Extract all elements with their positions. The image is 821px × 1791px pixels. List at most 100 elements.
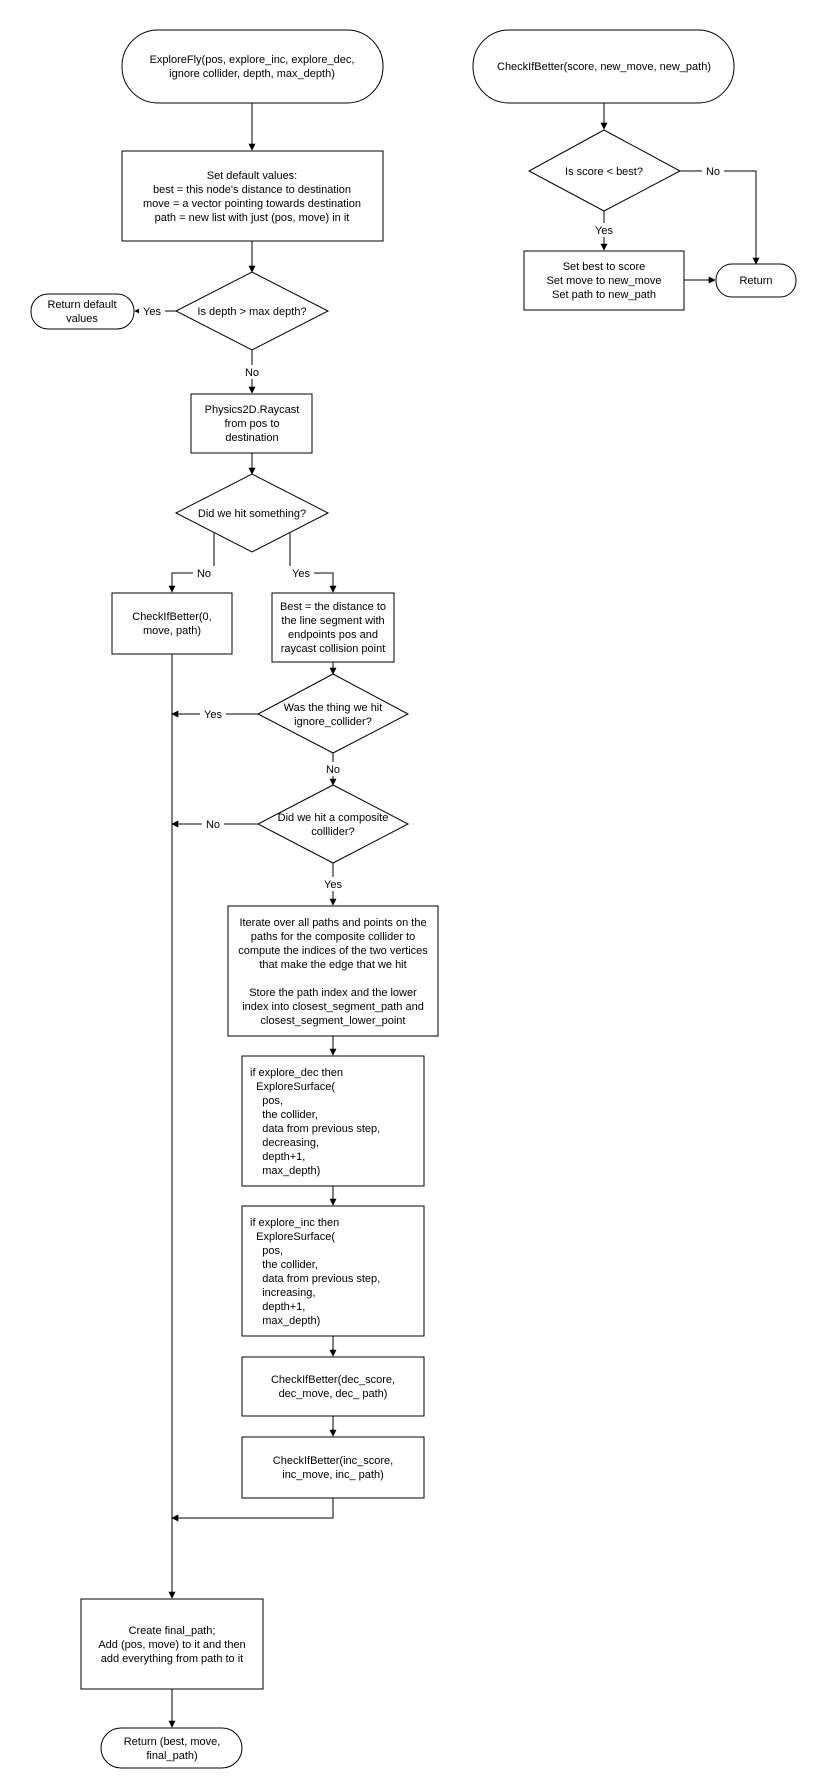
node-check-inc: CheckIfBetter(inc_score, inc_move, inc_ p… [241,1436,425,1499]
node-ignore-check-text: Was the thing we hit ignore_collider? [284,702,383,728]
node-text-line: from pos to [224,418,279,430]
node-text-line: Was the thing we hit [284,702,383,714]
node-text-line: ExploreSurface( [250,1081,335,1093]
node-text-line: if explore_dec then [250,1067,343,1079]
node-text-line: destination [225,432,278,444]
node-score-check: Is score < best? [527,129,682,212]
node-text-line: the line segment with [281,615,384,627]
edge-label-ignore-no: No [326,764,340,776]
node-text-line: pos, [250,1095,283,1107]
node-text-line: CheckIfBetter(score, new_move, new_path) [497,61,711,73]
node-text-line: decreasing, [250,1137,319,1149]
node-ignore-check: Was the thing we hit ignore_collider? [256,673,410,754]
node-text-line: the collider, [250,1259,318,1271]
node-explore-fly-text: ExploreFly(pos, explore_inc, explore_dec… [150,54,355,80]
node-set-defaults: Set default values: best = this node's di… [121,150,384,242]
node-iterate-paths-text: Iterate over all paths and points on the… [238,917,428,1027]
node-explore-dec: if explore_dec then ExploreSurface( pos,… [241,1055,425,1187]
edge-label-score-no: No [706,166,720,178]
node-iterate-paths: Iterate over all paths and points on the… [227,905,439,1037]
node-text-line: Return (best, move, [124,1736,221,1748]
node-best-distance-text: Best = the distance to the line segment w… [280,601,386,655]
node-text-line: the collider, [250,1109,318,1121]
edge-hit-no [168,533,215,593]
node-text-line: Set path to new_path [552,289,656,301]
node-depth-check: Is depth > max depth? [174,271,330,351]
node-check-dec: CheckIfBetter(dec_score, dec_move, dec_ p… [241,1356,425,1417]
node-text-line: index into closest_segment_path and [242,1001,424,1013]
node-text-line: Set default values: [207,170,298,182]
node-return-final-text: Return (best, move, final_path) [124,1736,221,1762]
node-explore-fly: ExploreFly(pos, explore_inc, explore_dec… [121,29,384,104]
node-raycast-text: Physics2D.Raycast from pos to destination [205,404,300,444]
node-check-zero: CheckIfBetter(0, move, path) [111,592,233,655]
node-text-line: Store the path index and the lower [249,987,417,999]
node-text-line: add everything from path to it [101,1653,243,1665]
node-explore-inc-text: if explore_inc then ExploreSurface( pos,… [250,1217,380,1327]
node-text-line: Did we hit something? [198,508,306,520]
node-return-right: Return [715,263,797,298]
node-hit-check: Did we hit something? [174,473,330,553]
node-composite-check: Did we hit a composite colllider? [256,784,410,864]
node-text-line: CheckIfBetter(dec_score, [271,1374,395,1386]
node-text-line: raycast collision point [281,643,386,655]
node-text-line: Is score < best? [565,166,643,178]
node-check-zero-text: CheckIfBetter(0, move, path) [132,611,211,637]
node-text-line: paths for the composite collider to [251,931,415,943]
node-text-line: Return default [47,299,116,311]
node-explore-inc: if explore_inc then ExploreSurface( pos,… [241,1205,425,1337]
node-text-line: closest_segment_lower_point [261,1015,406,1027]
node-text-line: values [66,313,98,325]
node-return-defaults-text: Return default values [47,299,116,325]
node-text-line: inc_move, inc_ path) [282,1469,384,1481]
node-text-line: colllider? [311,826,354,838]
node-text-line: Best = the distance to [280,601,386,613]
node-text-line: endpoints pos and [288,629,378,641]
node-text-line: CheckIfBetter(0, [132,611,211,623]
edge-labels: Yes No No Yes Yes No No Yes No Yes [139,164,724,891]
node-return-right-text: Return [739,275,772,287]
node-text-line: best = this node's distance to destinati… [153,184,351,196]
edge-label-hit-yes: Yes [292,568,310,580]
edge-check-inc-to-merge [171,1498,334,1522]
node-check-if-better-text: CheckIfBetter(score, new_move, new_path) [497,61,711,73]
node-text-line: data from previous step, [250,1273,380,1285]
node-text-line: Add (pos, move) to it and then [98,1639,245,1651]
node-explore-dec-text: if explore_dec then ExploreSurface( pos,… [250,1067,380,1177]
node-text-line: move = a vector pointing towards destina… [143,198,361,210]
node-text-line: dec_move, dec_ path) [279,1388,388,1400]
node-text-line: max_depth) [250,1315,320,1327]
node-text-line: max_depth) [250,1165,320,1177]
node-text-line: Set best to score [563,261,646,273]
node-score-check-text: Is score < best? [565,166,643,178]
node-text-line: Set move to new_move [547,275,662,287]
edge-label-depth-no: No [245,367,259,379]
node-text-line: pos, [250,1245,283,1257]
node-text-line: ExploreFly(pos, explore_inc, explore_dec… [150,54,355,66]
node-text-line: Physics2D.Raycast [205,404,300,416]
edge-label-ignore-yes: Yes [204,709,222,721]
node-text-line: depth+1, [250,1301,305,1313]
node-return-final: Return (best, move, final_path) [100,1727,243,1769]
node-text-line: data from previous step, [250,1123,380,1135]
node-text-line: that make the edge that we hit [259,959,406,971]
node-composite-check-text: Did we hit a composite colllider? [278,812,389,838]
node-text-line: Did we hit a composite [278,812,389,824]
node-text-line: ignore_collider? [294,716,372,728]
node-best-distance: Best = the distance to the line segment w… [271,592,395,663]
node-text-line: compute the indices of the two vertices [238,945,428,957]
node-text-line: depth+1, [250,1151,305,1163]
node-hit-check-text: Did we hit something? [198,508,306,520]
node-return-defaults: Return default values [30,293,135,330]
node-text-line: move, path) [143,625,201,637]
node-check-dec-text: CheckIfBetter(dec_score, dec_move, dec_ p… [271,1374,395,1400]
node-text-line: Is depth > max depth? [197,306,306,318]
node-text-line: final_path) [146,1750,197,1762]
edge-score-no [680,170,760,265]
node-set-defaults-text: Set default values: best = this node's di… [143,170,361,224]
node-text-line: CheckIfBetter(inc_score, [273,1455,393,1467]
node-create-final: Create final_path;Add (pos, move) to it … [80,1598,264,1690]
